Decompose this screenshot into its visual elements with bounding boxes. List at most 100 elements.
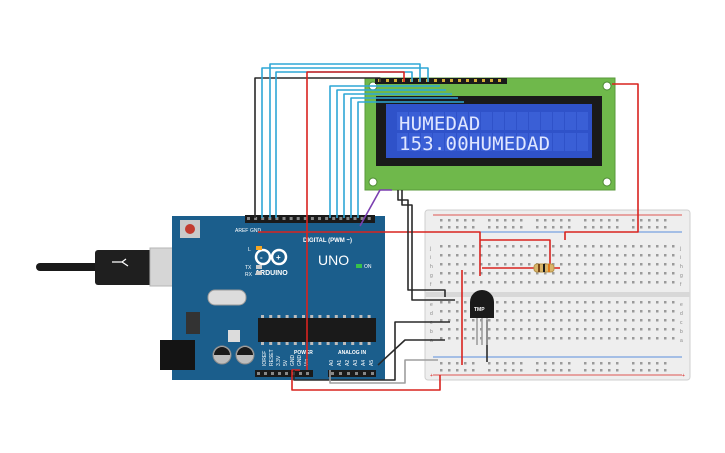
breadboard-hole[interactable] [600, 281, 603, 284]
breadboard-hole[interactable] [576, 319, 579, 322]
breadboard-hole[interactable] [624, 281, 627, 284]
breadboard-hole[interactable] [672, 272, 675, 275]
breadboard-hole[interactable] [656, 272, 659, 275]
rail-hole[interactable] [600, 369, 603, 372]
rail-hole[interactable] [560, 226, 563, 229]
lcd-pin[interactable] [474, 79, 477, 82]
rail-hole[interactable] [592, 219, 595, 222]
rail-hole[interactable] [608, 226, 611, 229]
rail-hole[interactable] [536, 219, 539, 222]
breadboard-hole[interactable] [648, 263, 651, 266]
power-jack[interactable] [160, 340, 195, 370]
breadboard-hole[interactable] [520, 328, 523, 331]
breadboard-hole[interactable] [520, 245, 523, 248]
lcd-pin[interactable] [434, 79, 437, 82]
breadboard-hole[interactable] [504, 254, 507, 257]
breadboard-hole[interactable] [456, 245, 459, 248]
breadboard-hole[interactable] [600, 263, 603, 266]
breadboard-hole[interactable] [440, 281, 443, 284]
rail-hole[interactable] [560, 362, 563, 365]
breadboard-hole[interactable] [664, 254, 667, 257]
breadboard-hole[interactable] [456, 319, 459, 322]
lcd-pin[interactable] [450, 79, 453, 82]
breadboard-hole[interactable] [456, 263, 459, 266]
breadboard-hole[interactable] [488, 337, 491, 340]
breadboard-hole[interactable] [528, 337, 531, 340]
breadboard-hole[interactable] [560, 319, 563, 322]
breadboard-hole[interactable] [656, 328, 659, 331]
breadboard-hole[interactable] [648, 337, 651, 340]
lcd-pin[interactable] [458, 79, 461, 82]
rail-hole[interactable] [440, 219, 443, 222]
breadboard-hole[interactable] [672, 337, 675, 340]
breadboard-hole[interactable] [560, 281, 563, 284]
breadboard-hole[interactable] [544, 281, 547, 284]
lcd-pin[interactable] [490, 79, 493, 82]
breadboard-hole[interactable] [568, 310, 571, 313]
rail-hole[interactable] [496, 226, 499, 229]
header-pin[interactable] [367, 217, 371, 220]
breadboard-hole[interactable] [448, 272, 451, 275]
breadboard-hole[interactable] [568, 281, 571, 284]
breadboard-hole[interactable] [664, 272, 667, 275]
rail-hole[interactable] [464, 369, 467, 372]
rail-hole[interactable] [656, 362, 659, 365]
rail-hole[interactable] [496, 219, 499, 222]
breadboard-hole[interactable] [560, 301, 563, 304]
breadboard-hole[interactable] [544, 301, 547, 304]
wire-black-analog[interactable] [377, 339, 445, 366]
rail-hole[interactable] [544, 219, 547, 222]
breadboard-hole[interactable] [616, 272, 619, 275]
breadboard-hole[interactable] [504, 272, 507, 275]
breadboard-hole[interactable] [616, 301, 619, 304]
breadboard-hole[interactable] [608, 310, 611, 313]
breadboard-hole[interactable] [464, 254, 467, 257]
breadboard-hole[interactable] [608, 319, 611, 322]
breadboard-hole[interactable] [560, 263, 563, 266]
breadboard-hole[interactable] [616, 245, 619, 248]
header-pin[interactable] [278, 372, 281, 375]
breadboard-hole[interactable] [440, 245, 443, 248]
breadboard-hole[interactable] [464, 281, 467, 284]
breadboard-hole[interactable] [472, 319, 475, 322]
header-pin[interactable] [318, 217, 321, 220]
breadboard-hole[interactable] [536, 245, 539, 248]
rail-hole[interactable] [616, 362, 619, 365]
rail-hole[interactable] [608, 219, 611, 222]
rail-hole[interactable] [584, 369, 587, 372]
breadboard-hole[interactable] [664, 263, 667, 266]
wire-black-gnd-lcd[interactable] [254, 77, 381, 218]
breadboard-hole[interactable] [440, 319, 443, 322]
breadboard-hole[interactable] [632, 254, 635, 257]
breadboard-hole[interactable] [632, 310, 635, 313]
rail-hole[interactable] [640, 362, 643, 365]
breadboard-hole[interactable] [488, 319, 491, 322]
lcd-pin[interactable] [466, 79, 469, 82]
breadboard-hole[interactable] [504, 319, 507, 322]
breadboard-hole[interactable] [464, 319, 467, 322]
breadboard-hole[interactable] [600, 254, 603, 257]
breadboard-hole[interactable] [480, 263, 483, 266]
header-pin[interactable] [371, 372, 374, 375]
breadboard-hole[interactable] [624, 245, 627, 248]
breadboard-hole[interactable] [592, 245, 595, 248]
breadboard-hole[interactable] [448, 263, 451, 266]
breadboard-hole[interactable] [456, 301, 459, 304]
breadboard-hole[interactable] [592, 263, 595, 266]
breadboard-hole[interactable] [488, 245, 491, 248]
breadboard-hole[interactable] [512, 272, 515, 275]
wire-red-rail[interactable] [258, 231, 481, 276]
rail-hole[interactable] [496, 369, 499, 372]
header-pin[interactable] [282, 217, 286, 220]
rail-hole[interactable] [632, 369, 635, 372]
breadboard-hole[interactable] [456, 281, 459, 284]
breadboard-hole[interactable] [616, 328, 619, 331]
breadboard-hole[interactable] [520, 254, 523, 257]
rail-hole[interactable] [560, 369, 563, 372]
temperature-sensor[interactable]: TMP [470, 290, 494, 345]
breadboard-hole[interactable] [464, 337, 467, 340]
wire-blue-lcd-6[interactable] [343, 93, 452, 218]
breadboard-hole[interactable] [632, 245, 635, 248]
breadboard-hole[interactable] [608, 328, 611, 331]
breadboard-hole[interactable] [456, 272, 459, 275]
